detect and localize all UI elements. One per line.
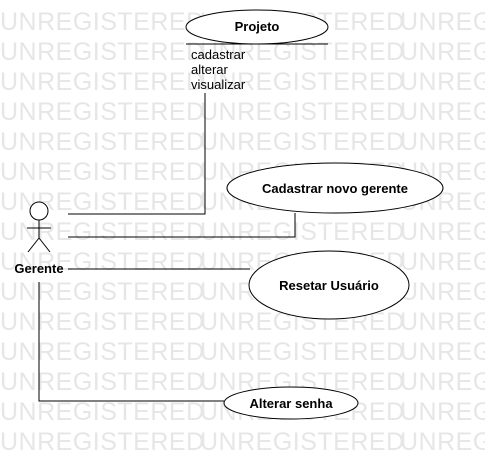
link-actor-alterar-senha <box>38 282 224 402</box>
actor-right-leg <box>38 237 51 253</box>
projeto-operation: alterar <box>191 62 229 77</box>
use-case-alterar-senha-label: Alterar senha <box>249 396 333 411</box>
watermark-text: UNREGISTERED <box>0 38 205 66</box>
watermark-text: UNREGISTERED <box>200 68 405 96</box>
use-case-alterar-senha-ellipse <box>223 386 359 420</box>
watermark-text: UNREGISTERED <box>400 218 485 246</box>
use-case-projeto-label: Projeto <box>235 19 280 34</box>
actor-label: Gerente <box>14 261 63 276</box>
use-case-resetar-label: Resetar Usuário <box>279 278 379 293</box>
watermark-text: UNREGISTERED <box>400 278 485 306</box>
watermark-text: UNREGISTERED <box>400 368 485 396</box>
watermark-text: UNREGISTERED <box>400 8 485 36</box>
actor-head <box>29 201 49 221</box>
watermark-text: UNREGISTERED <box>200 338 405 366</box>
use-case-alterar-senha[interactable]: Alterar senha <box>223 386 359 420</box>
use-case-projeto[interactable]: Projeto cadastrar alterar visualizar <box>185 9 329 92</box>
watermark-text: UNREGISTERED <box>200 218 405 246</box>
watermark-layer: UNREGISTEREDUNREGISTEREDUNREGISTEREDUNRE… <box>0 8 485 456</box>
watermark-text: UNREGISTERED <box>400 68 485 96</box>
actor-left-leg <box>27 237 40 253</box>
watermark-text: UNREGISTERED <box>400 428 485 456</box>
watermark-text: UNREGISTERED <box>0 278 205 306</box>
watermark-text: UNREGISTERED <box>400 308 485 336</box>
use-case-cadastrar-ellipse <box>226 162 444 214</box>
watermark-text: UNREGISTERED <box>0 68 205 96</box>
watermark-text: UNREGISTERED <box>0 338 205 366</box>
watermark-text: UNREGISTERED <box>0 128 205 156</box>
watermark-text: UNREGISTERED <box>0 428 205 456</box>
watermark-text: UNREGISTERED <box>400 128 485 156</box>
use-case-cadastrar-label: Cadastrar novo gerente <box>262 181 408 196</box>
use-case-resetar-ellipse <box>248 250 410 320</box>
watermark-text: UNREGISTERED <box>0 308 205 336</box>
watermark-text: UNREGISTERED <box>400 398 485 426</box>
link-actor-projeto <box>68 93 206 215</box>
watermark-text: UNREGISTERED <box>200 128 405 156</box>
watermark-text: UNREGISTERED <box>0 98 205 126</box>
projeto-operation: cadastrar <box>191 47 246 62</box>
watermark-text: UNREGISTERED <box>400 338 485 366</box>
projeto-operation: visualizar <box>191 77 246 92</box>
watermark-text: UNREGISTERED <box>400 248 485 276</box>
watermark-text: UNREGISTERED <box>200 98 405 126</box>
watermark-text: UNREGISTERED <box>400 98 485 126</box>
use-case-resetar-usuario[interactable]: Resetar Usuário <box>248 250 410 320</box>
use-case-cadastrar-novo-gerente[interactable]: Cadastrar novo gerente <box>226 162 444 214</box>
link-actor-cadastrar <box>68 213 296 238</box>
watermark-text: UNREGISTERED <box>0 368 205 396</box>
actor-gerente[interactable]: Gerente <box>14 201 64 276</box>
watermark-text: UNREGISTERED <box>0 248 205 276</box>
watermark-text: UNREGISTERED <box>0 158 205 186</box>
watermark-text: UNREGISTERED <box>400 38 485 66</box>
watermark-text: UNREGISTERED <box>0 398 205 426</box>
watermark-text: UNREGISTERED <box>0 8 205 36</box>
watermark-text: UNREGISTERED <box>0 218 205 246</box>
watermark-text: UNREGISTERED <box>200 428 405 456</box>
